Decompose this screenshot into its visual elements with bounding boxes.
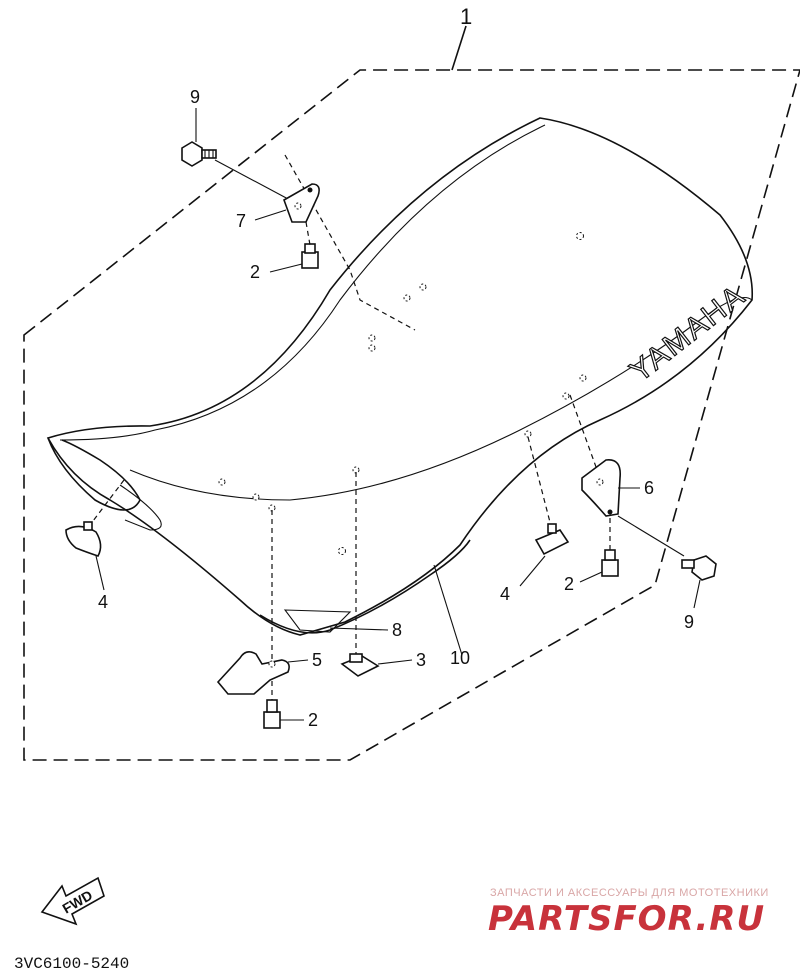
nut-3 <box>340 653 380 677</box>
seat-brand-logo: YAMAHA <box>624 278 752 388</box>
callout-2-top: 2 <box>250 262 260 282</box>
watermark-site: PARTSFOR.RU <box>488 899 765 939</box>
callout-8: 8 <box>392 620 402 640</box>
clip-nut-4-right <box>534 523 570 556</box>
callout-7: 7 <box>236 211 246 231</box>
bolt-9-top <box>181 141 217 167</box>
callout-5: 5 <box>312 650 322 670</box>
callout-3: 3 <box>416 650 426 670</box>
bracket-5 <box>216 650 290 695</box>
drawing-code: 3VC6100-5240 <box>14 955 129 973</box>
callout-2-right: 2 <box>564 574 574 594</box>
callout-2-bottom: 2 <box>308 710 318 730</box>
assembly-leader <box>451 25 467 71</box>
clip-nut-4-left <box>65 521 102 557</box>
assembly-callout: 1 <box>460 4 472 29</box>
callout-10: 10 <box>450 648 470 668</box>
watermark-tagline: ЗАПЧАСТИ И АКСЕССУАРЫ ДЛЯ МОТОТЕХНИКИ <box>490 887 769 899</box>
nut-2-top <box>301 243 319 269</box>
nut-2-bottom <box>263 699 281 729</box>
callout-9-top: 9 <box>190 87 200 107</box>
callout-4-right: 4 <box>500 584 510 604</box>
bracket-7 <box>283 183 320 223</box>
callout-9-right: 9 <box>684 612 694 632</box>
callout-6: 6 <box>644 478 654 498</box>
callout-4-left: 4 <box>98 592 108 612</box>
bolt-9-right <box>681 555 717 581</box>
assembly-boundary <box>23 69 800 761</box>
bracket-6 <box>581 459 622 517</box>
nut-2-right <box>601 549 619 577</box>
seat <box>46 117 754 656</box>
forward-arrow: FWD <box>40 876 105 926</box>
